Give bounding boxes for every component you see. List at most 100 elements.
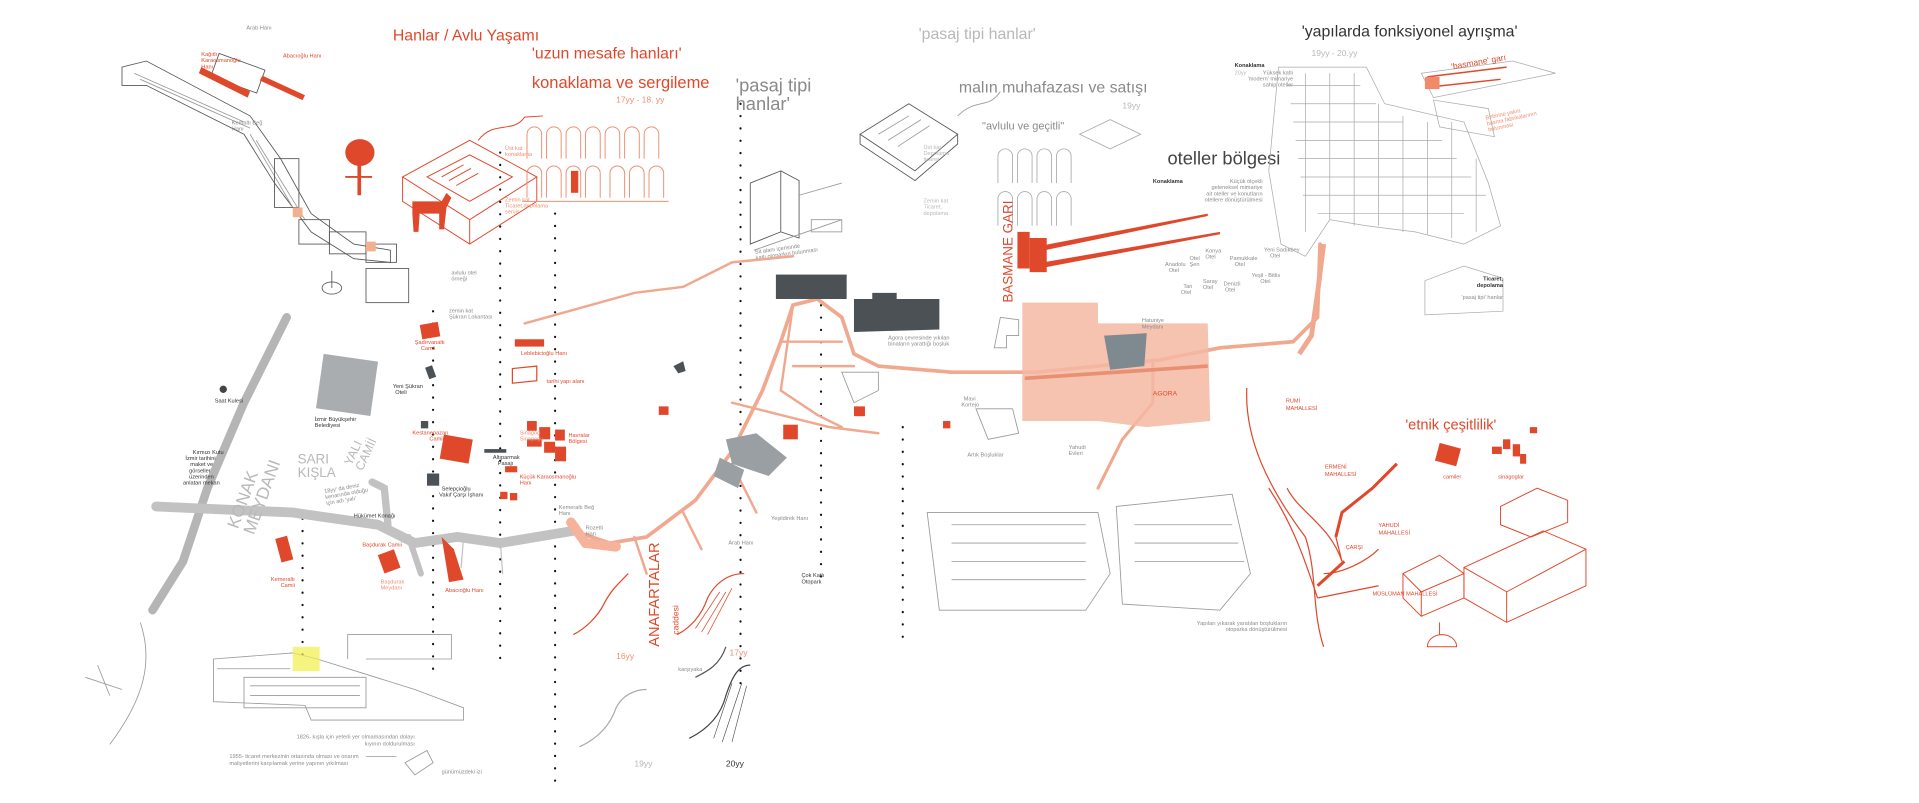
parking-building-drawing: [749, 170, 843, 251]
sari-kisla-drawing: [85, 622, 465, 776]
label-abacioglu-top: Abacıoğlu Hanı: [283, 53, 322, 59]
svg-text:tarihi yapı alanı: tarihi yapı alanı: [547, 379, 585, 385]
station-tracks: [1427, 66, 1507, 88]
svg-text:Abacıoğlu Hanı: Abacıoğlu Hanı: [445, 588, 484, 594]
period-19: 19yy: [1122, 101, 1141, 111]
light-gray-blocks: [315, 353, 787, 489]
svg-text:ANAFARTALAR: ANAFARTALAR: [647, 542, 663, 646]
heading-pasaj-top: 'pasaj tipi hanlar': [919, 26, 1036, 43]
note-kisla-1826: 1826- kışla için yeterli yer olmamasında…: [297, 734, 416, 747]
horse-icon: [412, 192, 452, 232]
building-outlines: [841, 316, 1251, 611]
svg-text:MÜSLÜMAN MAHALLESİ: MÜSLÜMAN MAHALLESİ: [1372, 591, 1438, 598]
label-konak-meydani: KONAKMEYDANI: [224, 451, 285, 536]
tree-icon: [345, 139, 375, 196]
svg-text:Arab Hanı: Arab Hanı: [728, 540, 754, 546]
svg-text:Artık Boşluklar: Artık Boşluklar: [967, 452, 1003, 458]
neighborhood-map: [1246, 388, 1398, 647]
svg-text:Leblebicioğlu Hanı: Leblebicioğlu Hanı: [521, 351, 568, 357]
note-konaklama-b-title: Konaklama: [1153, 179, 1184, 185]
han-courtyard-drawing: [401, 115, 543, 245]
label-yali-camii: YALICAMİİ: [341, 431, 379, 473]
agora-road: [1024, 364, 1208, 381]
demolished-blocks-dark: [420, 274, 940, 486]
label-karsiyaka: karşıyaka: [678, 667, 703, 673]
heading-konaklama-sergileme: konaklama ve sergileme: [532, 74, 710, 92]
label-19yy: 19yy: [634, 758, 653, 768]
coastline-evolution: [573, 572, 751, 748]
station-building: [1424, 76, 1440, 90]
svg-text:caddesi: caddesi: [670, 605, 680, 635]
ottoman-buildings-drawing: [1402, 487, 1587, 648]
period-dividers: [301, 102, 904, 783]
svg-text:Başdurak Camii: Başdurak Camii: [362, 543, 402, 549]
note-konaklama-a-title: Konaklama: [1235, 63, 1266, 69]
heading-uzun-mesafe: 'uzun mesafe hanları': [532, 46, 682, 63]
person-figure: [570, 170, 579, 193]
note-fabrika: Birbirine yakınbasma fabrikalarınınbulun…: [1485, 105, 1538, 133]
ethnic-buildings-red: [1434, 427, 1538, 467]
dense-district-drawing: [1268, 60, 1556, 316]
label-basmane-gari: BASMANE GARI: [1001, 201, 1016, 303]
arcade-drawing-orange: [522, 126, 669, 202]
heading-oteller-bolgesi: oteller bölgesi: [1168, 148, 1281, 169]
svg-text:18yy' da denizkenarında olduğu: 18yy' da denizkenarında olduğuiçin adı '…: [324, 482, 370, 507]
arcade-drawing-gray: [997, 119, 1142, 226]
label-arab-hani-top: Arab Hanı: [246, 25, 272, 31]
period-19-20: 19yy - 20.yy: [1311, 48, 1358, 58]
note-konaklama-a-period: 20yy: [1235, 70, 1247, 76]
note-pasaj-hanlar: 'pasaj tipi' hanlar: [1462, 295, 1504, 301]
heading-hanlar-avlu: Hanlar / Avlu Yaşamı: [393, 27, 539, 44]
note-kisla-1955: 1955- ticaret merkezinin ortasında olmas…: [229, 754, 359, 767]
heading-malin-muhafazasi: malın muhafazası ve satışı: [959, 80, 1148, 97]
svg-text:ÇARŞI: ÇARŞI: [1346, 545, 1364, 551]
svg-text:'etnik çeşitlilik': 'etnik çeşitlilik': [1405, 418, 1496, 434]
svg-text:camiler: camiler: [1443, 474, 1461, 480]
svg-text:Saat Kulesi: Saat Kulesi: [215, 399, 243, 405]
svg-text:AGORA: AGORA: [1153, 390, 1178, 397]
label-17yy: 17yy: [730, 647, 749, 657]
svg-text:Hükümet Konağı: Hükümet Konağı: [354, 513, 396, 519]
hatuniye-block: [1104, 333, 1147, 370]
